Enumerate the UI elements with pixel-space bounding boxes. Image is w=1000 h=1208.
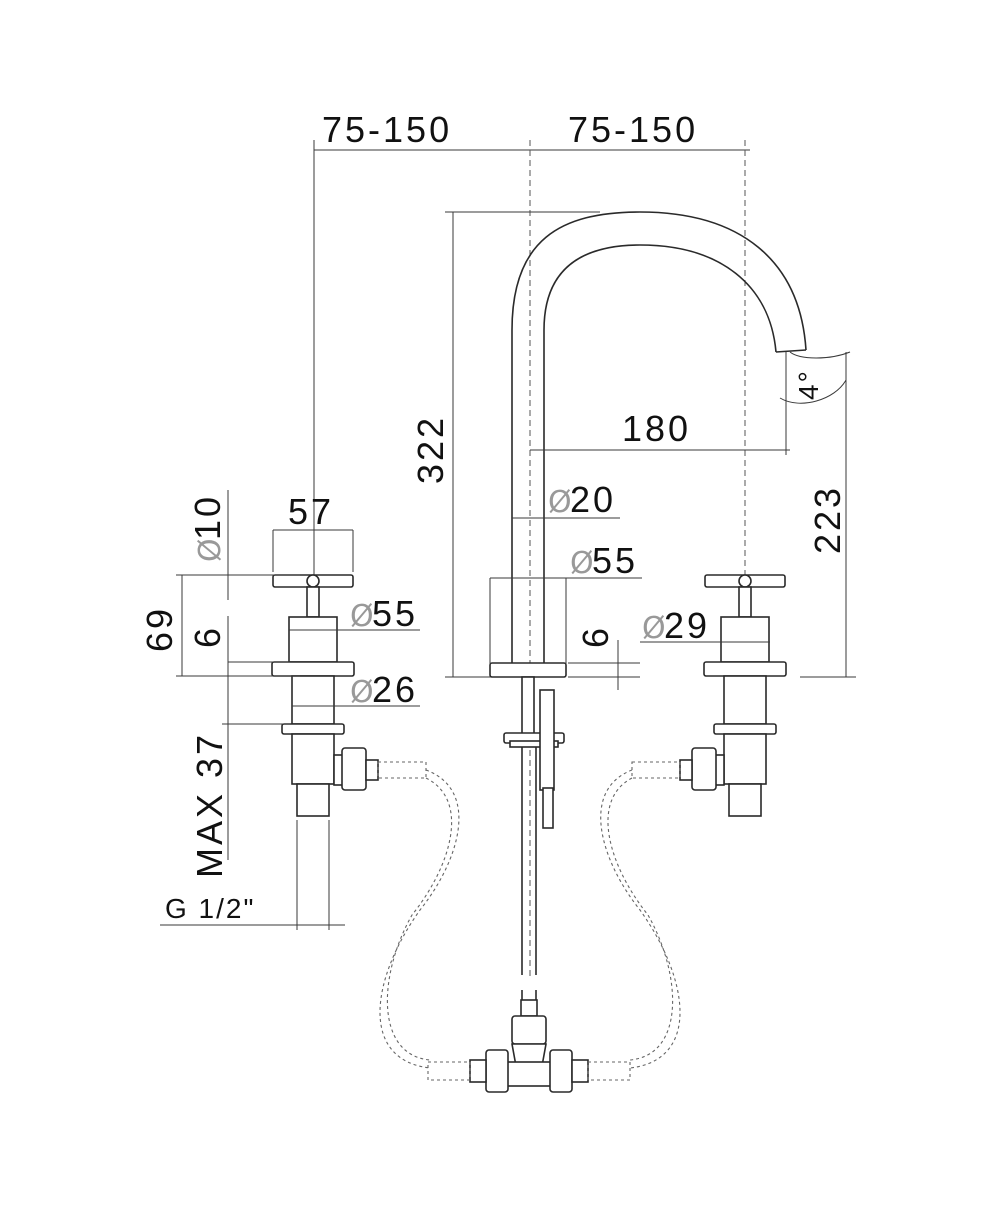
total-height-dimension: 322	[410, 211, 600, 678]
total-height-label: 322	[410, 415, 451, 484]
handle-base-diameter-label: 55	[372, 593, 418, 634]
diameter-symbol-icon: Ø	[193, 538, 228, 562]
thread-label: G 1/2"	[165, 893, 255, 924]
spout-angle-label: 4°	[793, 369, 824, 400]
reach-dimension: 180	[530, 408, 790, 451]
top-spacing-dimension: 75-150 75-150	[313, 109, 750, 980]
right-handle	[631, 574, 787, 817]
spout-shank	[503, 676, 565, 1015]
spout-diameter-dimension: Ø 20	[512, 479, 620, 520]
handle-base-height-label: 6	[187, 625, 228, 648]
spacing-left-label: 75-150	[322, 109, 452, 150]
left-handle-dimensions: 57 Ø 10 69 6 Ø 55 Ø 26 MAX 37 G 1/2"	[139, 490, 420, 930]
diameter-symbol-icon: Ø	[570, 546, 594, 581]
handle-pin-diameter-label: 10	[187, 494, 228, 540]
reach-label: 180	[622, 408, 691, 449]
diameter-symbol-icon: Ø	[548, 485, 572, 520]
diameter-symbol-icon: Ø	[642, 611, 666, 646]
handle-body-diameter-left-label: 26	[372, 669, 418, 710]
handle-width-label: 57	[288, 491, 334, 532]
spout-base-diameter-label: 55	[592, 540, 638, 581]
handle-height-label: 69	[139, 606, 180, 652]
spout-angle-indicator: 4°	[779, 351, 851, 455]
spout-base-height-dimension: 6	[568, 625, 640, 690]
left-handle	[271, 574, 427, 817]
spout-base-height-label: 6	[575, 625, 616, 648]
bottom-t-connector	[427, 999, 631, 1093]
left-handle-base	[271, 661, 355, 677]
spout-base-diameter-dimension: Ø 55	[489, 540, 642, 665]
spout-diameter-label: 20	[570, 479, 616, 520]
spout-base	[489, 662, 567, 678]
spout-height-dimension: 223	[800, 352, 856, 678]
handle-body-diameter-right-label: 29	[664, 605, 710, 646]
diameter-symbol-icon: Ø	[350, 599, 374, 634]
max-thickness-label: MAX 37	[189, 732, 230, 878]
spout-height-label: 223	[807, 485, 848, 554]
spacing-right-label: 75-150	[568, 109, 698, 150]
right-handle-base	[703, 661, 787, 677]
hoses	[379, 769, 681, 1069]
diameter-symbol-icon: Ø	[350, 675, 374, 710]
right-handle-dimensions: Ø 29	[640, 605, 770, 646]
